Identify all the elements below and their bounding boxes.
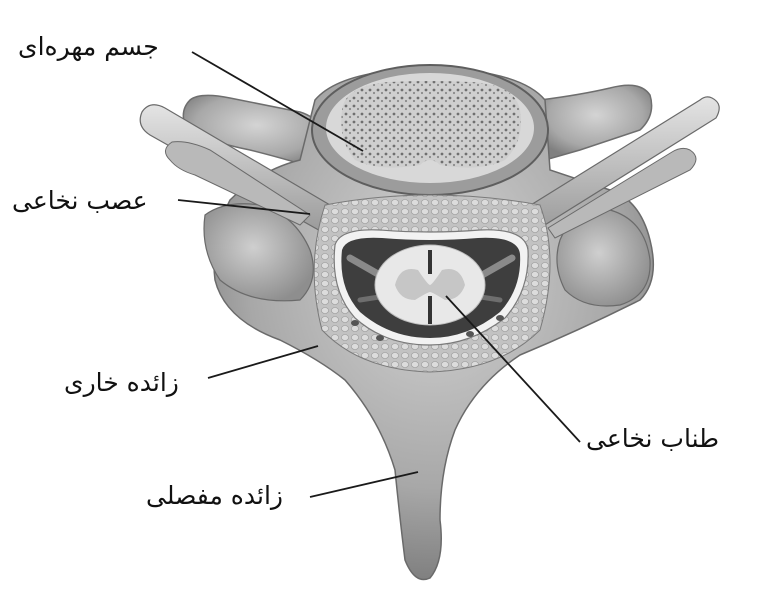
- spinal-nerves: [139, 96, 720, 239]
- spinal-cord: [374, 244, 486, 326]
- epidural-vessels: [351, 315, 504, 341]
- label-spinal-cord: طناب نخاعی: [586, 424, 720, 453]
- label-spinal-nerve: عصب نخاعی: [12, 186, 148, 215]
- leader-lines: [177, 51, 581, 498]
- label-spinous-process: زائده خاری: [64, 368, 179, 397]
- leader-line-spinal-nerve: [177, 199, 311, 215]
- leader-line-vertebral-body: [191, 51, 364, 152]
- label-articular-process: زائده مفصلی: [146, 481, 283, 510]
- leader-line-spinous-process: [207, 345, 319, 379]
- leader-line-articular-process: [309, 471, 419, 498]
- vertebral-body: [311, 64, 549, 196]
- label-vertebral-body: جسم مهره‌ای: [18, 32, 159, 61]
- leader-line-spinal-cord: [445, 295, 581, 443]
